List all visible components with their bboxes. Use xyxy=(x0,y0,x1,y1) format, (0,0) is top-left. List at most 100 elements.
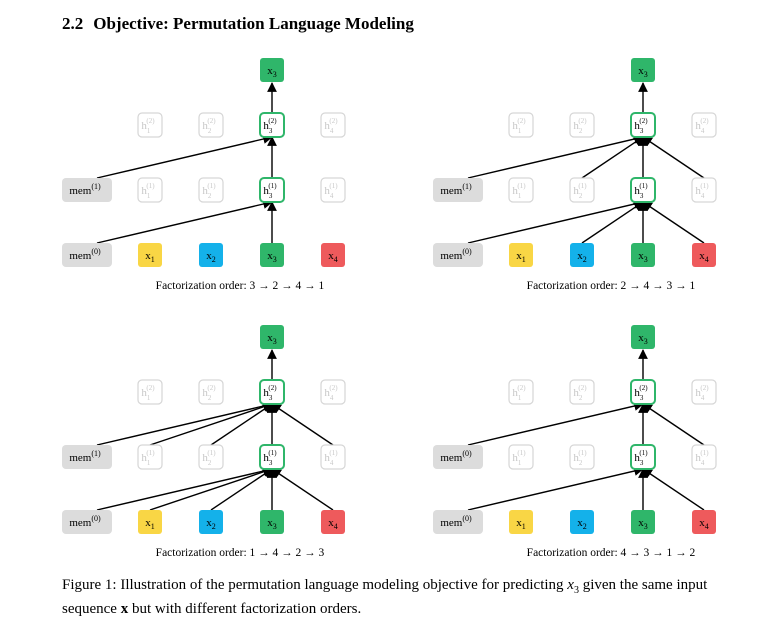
mem-lower-label: mem(0) xyxy=(69,514,101,529)
edge-l1-x2 xyxy=(210,468,273,511)
caption-variable: x xyxy=(567,577,574,593)
edge-l1-mem xyxy=(96,199,273,244)
input-node-x4 xyxy=(692,510,716,534)
hidden-layer2-label-3: h3(2) xyxy=(263,117,277,135)
input-node-x2 xyxy=(199,243,223,267)
edge-l1-x2 xyxy=(581,201,644,244)
factorization-order-caption: Factorization order: 2 → 4 → 3 → 1 xyxy=(527,280,696,292)
edge-l1-x4 xyxy=(642,201,705,244)
hidden-layer1-label-1: h1(1) xyxy=(512,182,526,200)
hidden-layer1-label-2: h2(1) xyxy=(573,449,587,467)
output-label-x3: x3 xyxy=(638,65,648,79)
input-node-x4 xyxy=(692,243,716,267)
input-label-x4: x4 xyxy=(328,517,338,531)
mem-lower-label: mem(0) xyxy=(69,247,101,262)
hidden-layer1-node-3 xyxy=(259,177,285,203)
input-label-x4: x4 xyxy=(699,250,709,264)
hidden-layer1-label-3: h3(1) xyxy=(634,449,648,467)
caption-text-3: but with different factorization orders. xyxy=(131,601,362,617)
hidden-layer2-node-2 xyxy=(198,379,224,405)
hidden-layer2-label-1: h1(2) xyxy=(141,117,155,135)
mem-lower-block xyxy=(433,510,483,534)
hidden-layer2-node-1 xyxy=(508,112,534,138)
input-label-x1: x1 xyxy=(145,250,155,264)
hidden-layer2-label-4: h4(2) xyxy=(695,117,709,135)
edge-l1-x4 xyxy=(271,468,334,511)
input-label-x3: x3 xyxy=(638,517,648,531)
hidden-layer2-label-1: h1(2) xyxy=(141,384,155,402)
section-title: Objective: Permutation Language Modeling xyxy=(93,14,414,33)
hidden-layer2-node-1 xyxy=(137,379,163,405)
input-label-x3: x3 xyxy=(638,250,648,264)
hidden-layer2-node-2 xyxy=(569,112,595,138)
input-label-x1: x1 xyxy=(145,517,155,531)
hidden-layer2-label-2: h2(2) xyxy=(573,117,587,135)
edge-l1-x1 xyxy=(149,467,273,511)
factorization-order-caption: Factorization order: 3 → 2 → 4 → 1 xyxy=(156,280,325,292)
input-node-x3 xyxy=(260,510,284,534)
hidden-layer1-label-2: h2(1) xyxy=(202,449,216,467)
input-label-x2: x2 xyxy=(577,250,587,264)
edge-l1-mem xyxy=(96,466,273,511)
hidden-layer2-label-4: h4(2) xyxy=(324,117,338,135)
edge-l2-mem xyxy=(467,134,644,179)
hidden-layer1-label-3: h3(1) xyxy=(634,182,648,200)
edge-l2-h2 xyxy=(210,403,273,446)
edge-l2-mem xyxy=(467,401,644,446)
section-number: 2.2 xyxy=(62,14,84,33)
mem-upper-label: mem(1) xyxy=(440,182,472,197)
caption-text-2: given the same input sequence xyxy=(62,577,708,617)
factorization-order-caption: Factorization order: 4 → 3 → 1 → 2 xyxy=(527,547,696,559)
input-label-x1: x1 xyxy=(516,250,526,264)
hidden-layer1-node-3 xyxy=(630,444,656,470)
output-node-x3 xyxy=(260,58,284,82)
input-node-x4 xyxy=(321,243,345,267)
mem-upper-block xyxy=(433,445,483,469)
input-label-x2: x2 xyxy=(577,517,587,531)
input-node-x2 xyxy=(570,243,594,267)
hidden-layer2-node-1 xyxy=(508,379,534,405)
input-label-x4: x4 xyxy=(699,517,709,531)
permutation-lm-figure: x3 h1(2) h2(2) h3(2) h4(2) h1(1) h2(1) h3(1) h4(… xyxy=(62,58,717,559)
hidden-layer1-label-3: h3(1) xyxy=(263,449,277,467)
input-node-x1 xyxy=(138,510,162,534)
hidden-layer2-node-2 xyxy=(569,379,595,405)
input-node-x3 xyxy=(631,243,655,267)
caption-bold-variable: x xyxy=(120,601,129,617)
edge-l2-h4 xyxy=(642,403,705,446)
mem-upper-block xyxy=(62,445,112,469)
output-label-x3: x3 xyxy=(638,332,648,346)
hidden-layer1-label-1: h1(1) xyxy=(141,182,155,200)
input-label-x3: x3 xyxy=(267,517,277,531)
input-node-x3 xyxy=(260,243,284,267)
edge-l1-mem xyxy=(467,466,644,511)
caption-variable-sub: 3 xyxy=(573,585,579,596)
mem-lower-block xyxy=(62,510,112,534)
hidden-layer1-node-2 xyxy=(198,444,224,470)
hidden-layer2-node-4 xyxy=(320,112,346,138)
hidden-layer2-node-1 xyxy=(137,112,163,138)
hidden-layer2-label-2: h2(2) xyxy=(202,384,216,402)
output-node-x3 xyxy=(631,325,655,349)
mem-lower-label: mem(0) xyxy=(440,514,472,529)
hidden-layer1-label-4: h4(1) xyxy=(695,182,709,200)
edge-l2-h4 xyxy=(642,136,705,179)
input-node-x1 xyxy=(509,510,533,534)
panel-2: x3h1(2)h2(2)h3(2)h4(2)h1(1)h2(1)h3(1)h4(… xyxy=(433,58,717,292)
mem-lower-block xyxy=(433,243,483,267)
panel-4: x3h1(2)h2(2)h3(2)h4(2)h1(1)h2(1)h3(1)h4(… xyxy=(433,325,717,559)
mem-upper-label: mem(1) xyxy=(69,449,101,464)
panel-1: x3h1(2)h2(2)h3(2)h4(2)h1(1)h2(1)h3(1)h4(… xyxy=(62,58,346,292)
edge-l1-mem xyxy=(467,199,644,244)
edge-l1-x4 xyxy=(642,468,705,511)
hidden-layer1-label-1: h1(1) xyxy=(141,449,155,467)
mem-lower-block xyxy=(62,243,112,267)
input-node-x3 xyxy=(631,510,655,534)
edge-l2-h2 xyxy=(581,136,644,179)
hidden-layer2-node-3 xyxy=(630,379,656,405)
hidden-layer2-label-3: h3(2) xyxy=(634,384,648,402)
hidden-layer2-label-4: h4(2) xyxy=(695,384,709,402)
input-node-x1 xyxy=(509,243,533,267)
edge-l2-h4 xyxy=(271,403,334,446)
hidden-layer2-node-3 xyxy=(630,112,656,138)
